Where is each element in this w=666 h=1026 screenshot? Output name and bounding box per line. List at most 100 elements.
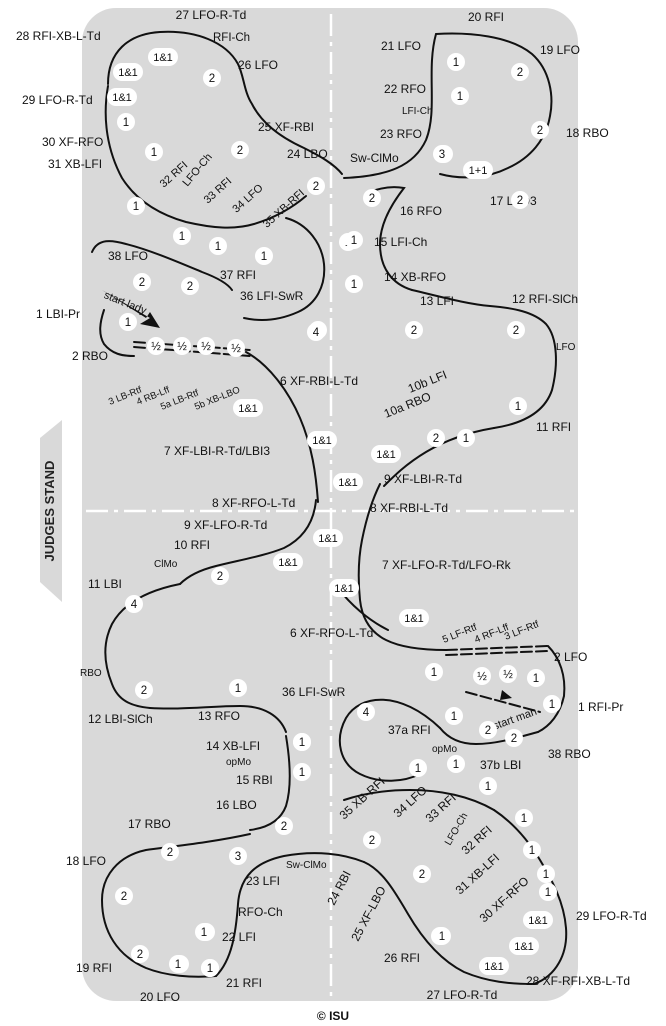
beat-count: 2 [511,733,517,745]
beat-marker: 1 [515,809,533,827]
beat-marker-bg [371,445,401,463]
beat-marker-bg [173,227,191,245]
trace-27-25 [107,30,343,175]
trace-5-3 [445,645,549,656]
step-label-s22-top: 22 RFO [384,82,426,96]
step-label-s26-bot: 26 RFI [384,951,420,965]
beat-count: 3 [235,851,241,863]
beat-count: 1 [123,117,129,129]
beat-marker-bg [148,48,178,66]
beat-marker-bg [161,843,179,861]
beat-marker-bg [275,817,293,835]
beat-marker-bg [473,667,491,685]
step-label-s25-top: 25 XF-RBI [258,120,314,134]
beat-count: 1&1 [112,92,132,104]
beat-marker-bg [363,189,381,207]
beat-count: 1&1 [404,613,424,625]
beat-count: ½ [231,343,241,355]
beat-marker-bg [227,339,245,357]
beat-marker-bg [505,729,523,747]
step-label-s9-right: 9 XF-LBI-R-Td [384,472,462,486]
trace-5b-6 [245,351,319,503]
step-label-s24-top: 24 LBO [287,147,328,161]
beat-count: 2 [313,181,319,193]
judges-stand-label: JUDGES STAND [42,461,57,562]
beat-marker: 1 [169,955,187,973]
judges-stand-tab [40,420,62,602]
beat-count: 2 [537,125,543,137]
beat-count: 1&1 [338,477,358,489]
beat-marker: 2 [511,191,529,209]
beat-marker: 1 [119,313,137,331]
beat-count: 2 [419,869,425,881]
beat-count: 2 [513,325,519,337]
beat-marker: 1 [229,679,247,697]
beat-marker-bg [543,695,561,713]
beat-count: 1&1 [118,67,138,79]
step-label-s20-top: 20 RFI [468,10,504,24]
beat-marker: 1&1 [148,48,178,66]
beat-count: 2 [209,73,215,85]
beat-count: 2 [141,685,147,697]
beat-marker: 1 [409,759,427,777]
step-label-s7-right: 7 XF-LFO-R-Td/LFO-Rk [382,558,512,572]
trace-11-lbi [104,583,181,709]
beat-marker-bg [451,87,469,105]
beat-marker: 1 [447,53,465,71]
step-label-s26-top: 26 LFO [238,58,278,72]
beat-marker: 1 [145,143,163,161]
beat-marker-bg [135,681,153,699]
beat-count: ½ [201,341,211,353]
beat-count: 1 [207,963,213,975]
beat-count: 1 [453,57,459,69]
beat-marker-bg [333,473,363,491]
beat-marker-bg [293,763,311,781]
step-label-s2-lfo: 2 LFO [554,650,587,664]
beat-marker: 2 [115,887,133,905]
beat-marker: 1&1 [307,431,337,449]
trace-28-33 [104,85,307,229]
beat-marker: 1&1 [523,911,553,929]
beat-count: 1 [521,813,527,825]
beat-marker-bg [307,323,325,341]
beat-marker-bg [539,883,557,901]
beat-count: 1 [533,673,539,685]
beat-marker: 2 [479,721,497,739]
beat-marker: 1 [457,429,475,447]
beat-count: 1 [351,235,357,247]
step-label-s27-bot: 27 LFO-R-Td [427,988,498,1002]
beat-marker: 1 [345,231,363,249]
beat-marker-bg [523,841,541,859]
beat-marker: ½ [227,339,245,357]
beat-marker: 1 [523,841,541,859]
beat-marker-bg [313,529,343,547]
beat-count: 1 [201,927,207,939]
step-label-s1-top: 1 LBI-Pr [36,307,80,321]
beat-marker-bg [409,759,427,777]
beat-marker-bg [181,277,199,295]
beat-count: 1 [431,667,437,679]
step-label-s11-right: 11 RFI [536,420,571,434]
beat-marker: 2 [231,141,249,159]
beat-marker: 1&1 [107,88,137,106]
beat-marker-bg [445,707,463,725]
beat-count: 4 [313,327,320,339]
beat-marker-bg [107,88,137,106]
beat-marker-bg [209,237,227,255]
step-label-s37a: 37a RFI [388,723,431,737]
beat-marker: 1 [451,87,469,105]
beat-marker: ½ [499,665,517,683]
beat-marker-bg [231,141,249,159]
beat-marker-bg [293,733,311,751]
beat-marker-bg [345,231,363,249]
beat-marker-bg [447,53,465,71]
beat-count: 1 [351,279,357,291]
beat-marker: 2 [363,831,381,849]
beat-count: 2 [369,193,375,205]
beat-count: 2 [411,325,417,337]
beat-count: 1&1 [334,583,354,595]
step-label-rbo-left: RBO [80,668,102,679]
step-label-rfi-ch-top: RFI-Ch [213,32,250,44]
beat-marker-bg [131,945,149,963]
beat-count: 1 [453,759,459,771]
